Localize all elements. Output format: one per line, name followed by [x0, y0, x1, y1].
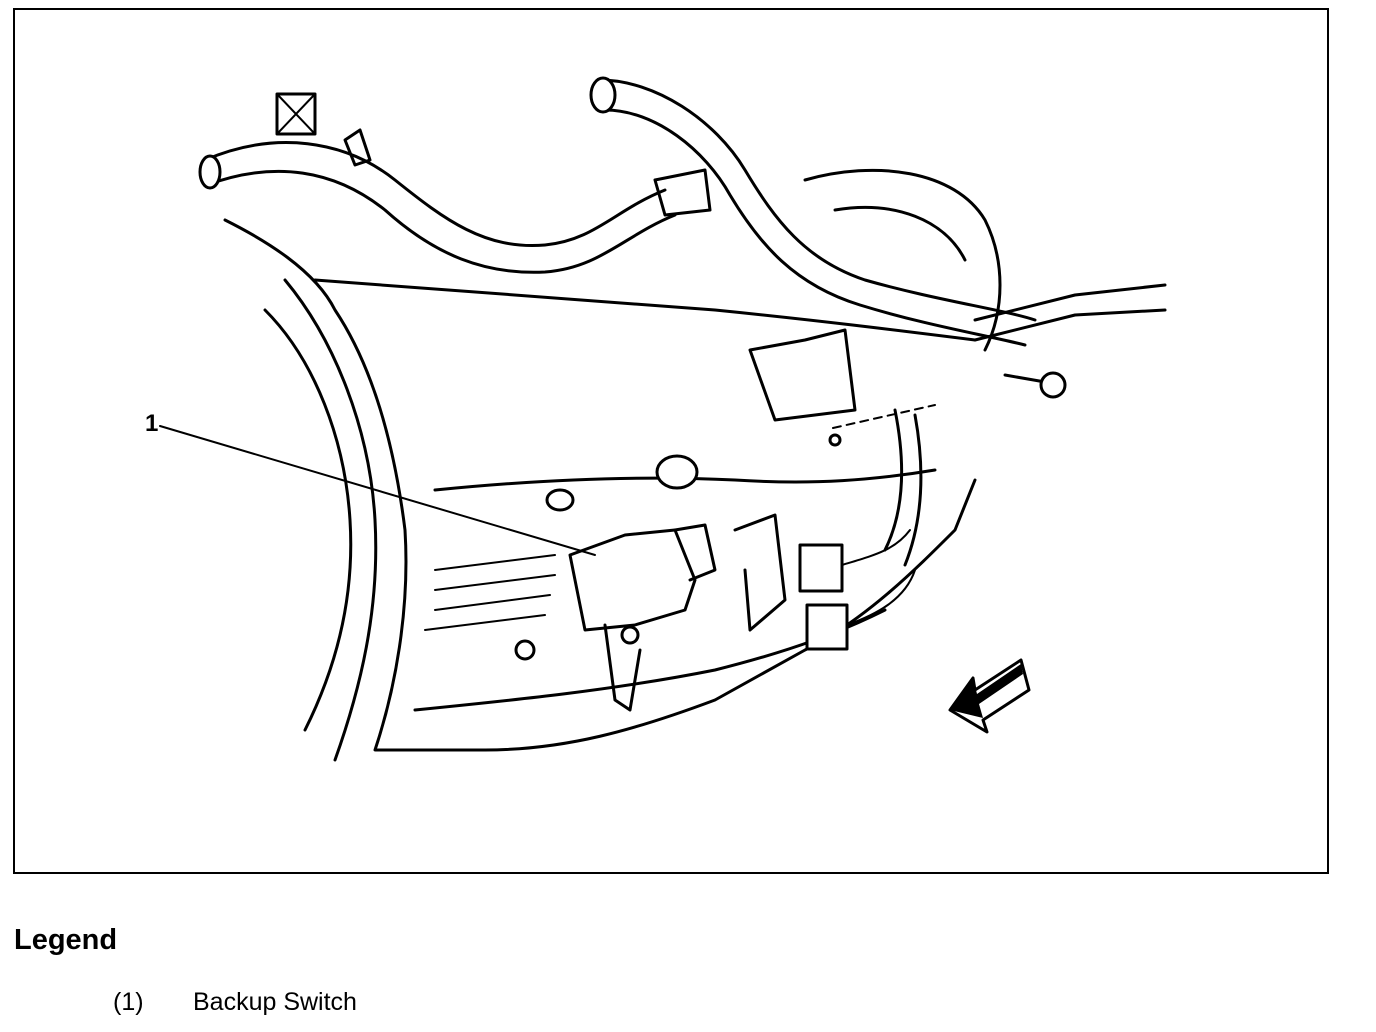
- pan-ribs: [424, 554, 556, 631]
- switch-nut-icon: [620, 625, 640, 645]
- direction-arrow-icon: [948, 658, 1031, 734]
- transmission-housing-outline: [223, 218, 977, 752]
- harness-wire: [841, 529, 916, 626]
- hose-end-right: [589, 76, 617, 114]
- case-middle-line: [433, 468, 937, 492]
- upper-hose-left-lower: [205, 169, 677, 274]
- case-upper-line: [313, 278, 977, 342]
- callout-leader-line: [159, 425, 596, 556]
- backup-switch-lever: [603, 623, 642, 712]
- hose-end-left: [198, 154, 222, 190]
- upper-hose-right-lower: [603, 108, 1027, 347]
- bracket-cross: [276, 93, 316, 135]
- callout-number: 1: [145, 410, 159, 437]
- diagram-frame: 1: [13, 8, 1329, 874]
- rear-extension: [803, 168, 1002, 352]
- bolt-shaft: [1003, 373, 1047, 384]
- upper-hose-left: [203, 141, 667, 248]
- fitting-small: [545, 488, 575, 512]
- legend-item-number: (1): [113, 988, 144, 1016]
- legend-title: Legend: [14, 924, 118, 956]
- fitting-round: [655, 454, 699, 490]
- bolt-hole: [828, 433, 842, 447]
- bellhousing-left: [263, 308, 353, 732]
- rear-extension-inner: [833, 205, 967, 262]
- rear-hose-drop: [883, 408, 923, 567]
- pan-bolt-icon: [514, 639, 536, 661]
- backup-switch-body: [568, 528, 697, 632]
- legend-item-label: Backup Switch: [193, 988, 357, 1016]
- upper-hose-right: [598, 78, 1037, 322]
- bolt-alignment-line: [832, 404, 936, 429]
- heat-shield: [733, 513, 787, 632]
- center-bracket: [748, 328, 857, 422]
- bolt-head-icon: [1039, 371, 1067, 399]
- transmission-illustration: [159, 76, 1167, 762]
- cooler-lines: [973, 283, 1167, 342]
- clip-middle: [653, 168, 712, 217]
- harness-connector-lower: [805, 603, 849, 651]
- harness-connector-upper: [798, 543, 844, 593]
- clip-top: [343, 128, 372, 167]
- switch-connector: [673, 523, 717, 582]
- bellhousing-left-inner: [283, 278, 378, 762]
